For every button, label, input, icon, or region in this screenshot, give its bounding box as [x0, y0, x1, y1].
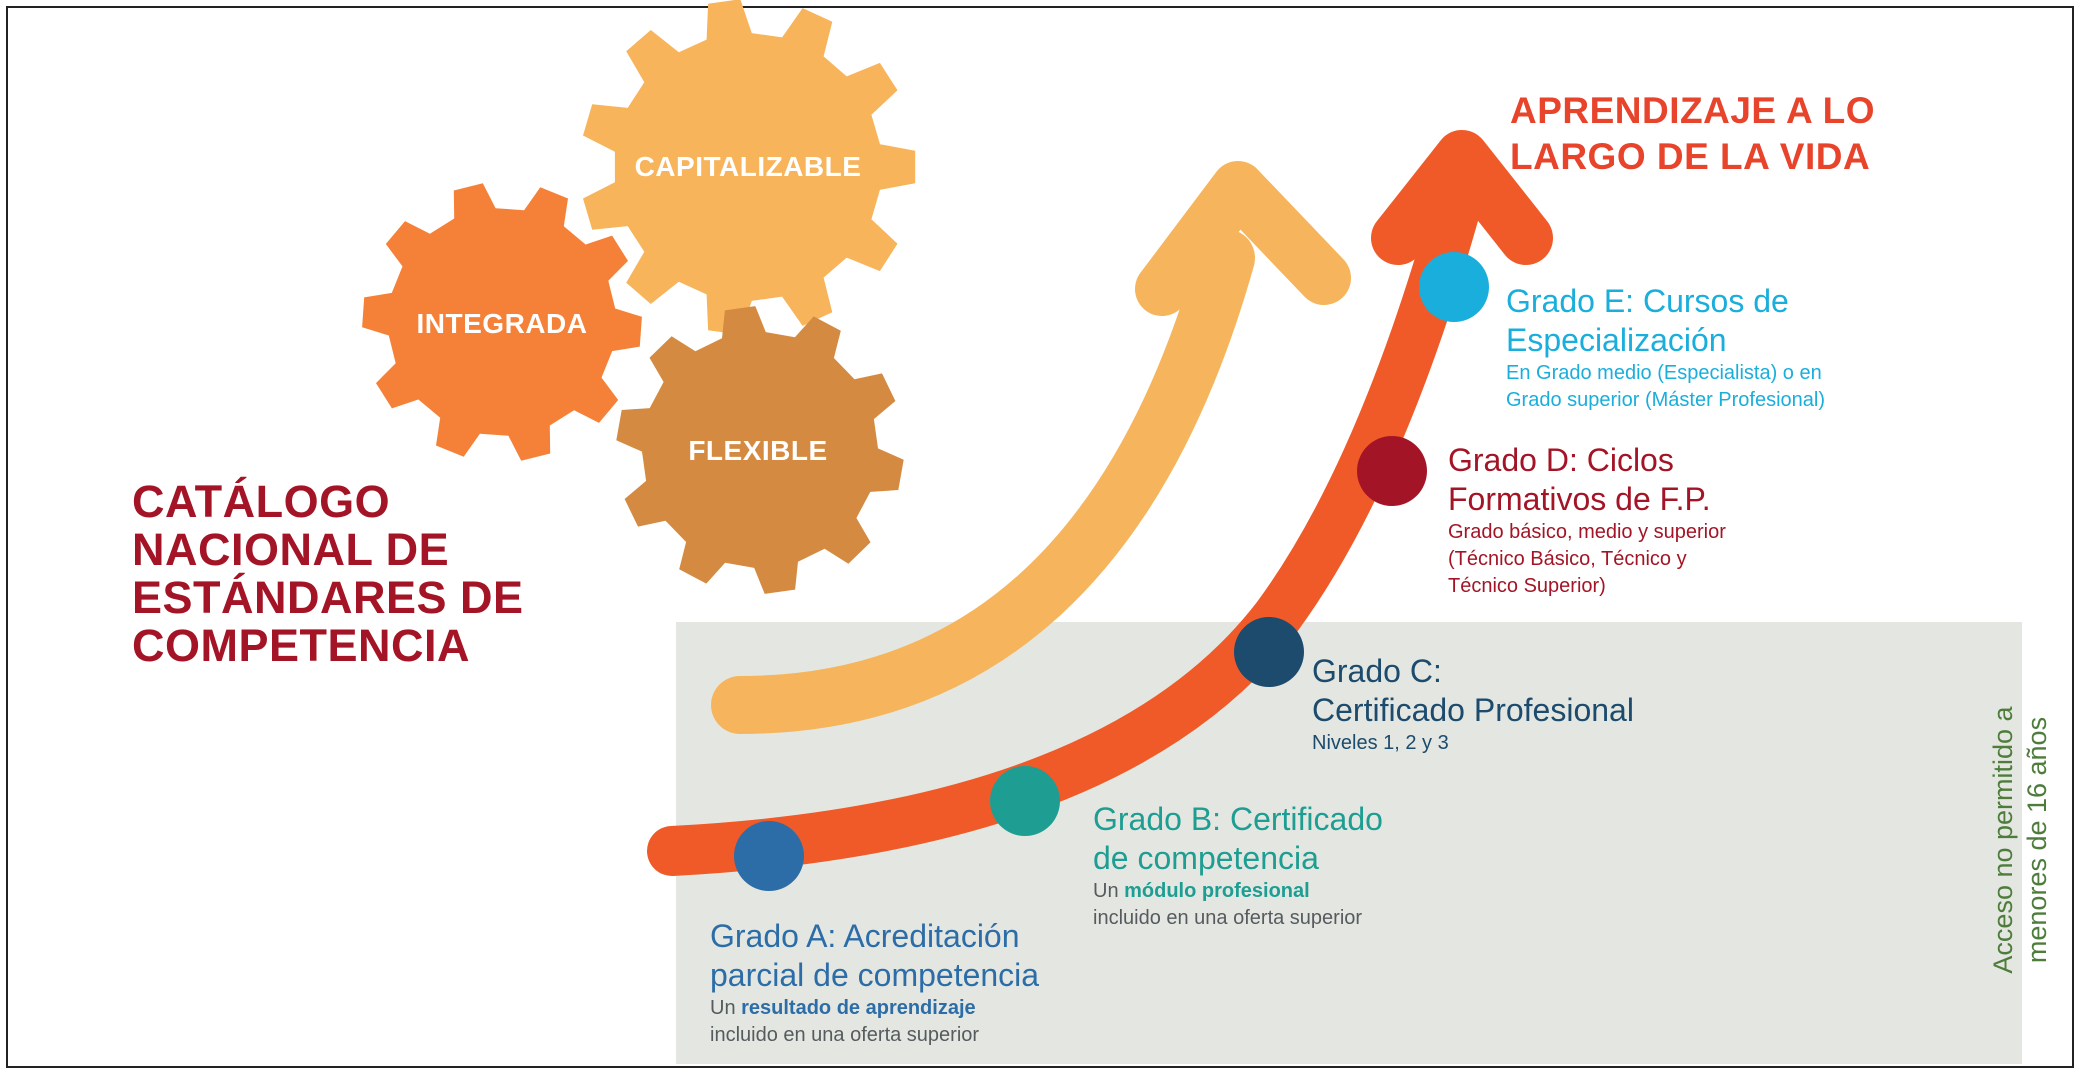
grade-d-description-line: (Técnico Básico, Técnico y — [1448, 548, 1687, 570]
grade-e-title-line: Especialización — [1506, 322, 1727, 358]
grade-a-dot — [734, 821, 804, 891]
grade-b-description-line: incluido en una oferta superior — [1093, 907, 1363, 929]
grade-d-title-line: Grado D: Ciclos — [1448, 442, 1674, 478]
grade-a-title-line: Grado A: Acreditación — [710, 918, 1020, 954]
grade-e-description-line: En Grado medio (Especialista) o en — [1506, 362, 1822, 384]
age-restriction-note-line: menores de 16 años — [2022, 716, 2052, 964]
grade-e-title: Grado E: Cursos de Especialización — [1506, 282, 1825, 360]
grade-b: Grado B: Certificado de competencia Un m… — [1093, 800, 1383, 932]
age-restriction-note-line: Acceso no permitido a — [1988, 706, 2018, 974]
grade-a-desc-prefix: Un — [710, 997, 742, 1019]
gear-capitalizable — [583, 0, 916, 335]
grade-c-description: Niveles 1, 2 y 3 — [1312, 730, 1634, 757]
gear-flexible-label: FLEXIBLE — [688, 435, 828, 466]
orientation-arrow — [711, 161, 1351, 734]
grade-d-dot — [1357, 436, 1427, 506]
catalog-title-line: COMPETENCIA — [132, 620, 471, 671]
lifelong-learning-title-line: APRENDIZAJE A LO — [1510, 90, 1876, 131]
grade-a-description: Un resultado de aprendizaje incluido en … — [710, 995, 1039, 1049]
grade-b-title: Grado B: Certificado de competencia — [1093, 800, 1383, 878]
grade-a: Grado A: Acreditación parcial de compete… — [710, 917, 1039, 1049]
grade-c-title-line: Certificado Profesional — [1312, 692, 1634, 728]
grade-c-dot — [1234, 617, 1304, 687]
gear-capitalizable-label: CAPITALIZABLE — [634, 151, 862, 182]
grade-c-title: Grado C: Certificado Profesional — [1312, 652, 1634, 730]
gear-integrada — [362, 183, 642, 461]
grade-a-description-line: incluido en una oferta superior — [710, 1024, 980, 1046]
grade-e-dot — [1419, 252, 1489, 322]
gear-integrada-label: INTEGRADA — [416, 308, 588, 339]
lifelong-learning-title: APRENDIZAJE A LO LARGO DE LA VIDA — [1510, 88, 1875, 180]
age-restriction-note: Acceso no permitido a menores de 16 años — [1986, 650, 2054, 1030]
grade-d: Grado D: Ciclos Formativos de F.P. Grado… — [1448, 441, 1726, 600]
catalog-title: CATÁLOGO NACIONAL DE ESTÁNDARES DE COMPE… — [132, 478, 524, 670]
grade-a-title: Grado A: Acreditación parcial de compete… — [710, 917, 1039, 995]
grade-d-description-line: Técnico Superior) — [1448, 575, 1606, 597]
catalog-title-line: CATÁLOGO — [132, 476, 391, 527]
grade-d-description: Grado básico, medio y superior (Técnico … — [1448, 519, 1726, 600]
catalog-title-line: NACIONAL DE — [132, 524, 450, 575]
grade-b-description: Un módulo profesional incluido en una of… — [1093, 878, 1383, 932]
grade-b-title-line: Grado B: Certificado — [1093, 801, 1383, 837]
grade-b-dot — [990, 766, 1060, 836]
grade-b-desc-prefix: Un — [1093, 880, 1125, 902]
grade-c-title-line: Grado C: — [1312, 653, 1442, 689]
grade-b-desc-bold: módulo profesional — [1124, 880, 1310, 902]
gear-flexible — [616, 306, 904, 594]
grade-b-title-line: de competencia — [1093, 840, 1319, 876]
grade-a-title-line: parcial de competencia — [710, 957, 1040, 993]
grade-e: Grado E: Cursos de Especialización En Gr… — [1506, 282, 1825, 414]
grade-a-desc-bold: resultado de aprendizaje — [741, 997, 976, 1019]
grade-d-description-line: Grado básico, medio y superior — [1448, 521, 1726, 543]
grade-d-title: Grado D: Ciclos Formativos de F.P. — [1448, 441, 1726, 519]
grade-e-title-line: Grado E: Cursos de — [1506, 283, 1789, 319]
diagram-frame — [6, 6, 2074, 1068]
grade-c-description-line: Niveles 1, 2 y 3 — [1312, 732, 1449, 754]
grade-a-description-line: Un resultado de aprendizaje — [710, 995, 1039, 1022]
catalog-title-line: ESTÁNDARES DE — [132, 572, 524, 623]
grade-e-description-line: Grado superior (Máster Profesional) — [1506, 389, 1826, 411]
lifelong-learning-title-line: LARGO DE LA VIDA — [1510, 136, 1871, 177]
grade-d-title-line: Formativos de F.P. — [1448, 481, 1711, 517]
grade-b-description-line: Un módulo profesional — [1093, 878, 1383, 905]
grade-e-description: En Grado medio (Especialista) o en Grado… — [1506, 360, 1825, 414]
grade-c: Grado C: Certificado Profesional Niveles… — [1312, 652, 1634, 757]
